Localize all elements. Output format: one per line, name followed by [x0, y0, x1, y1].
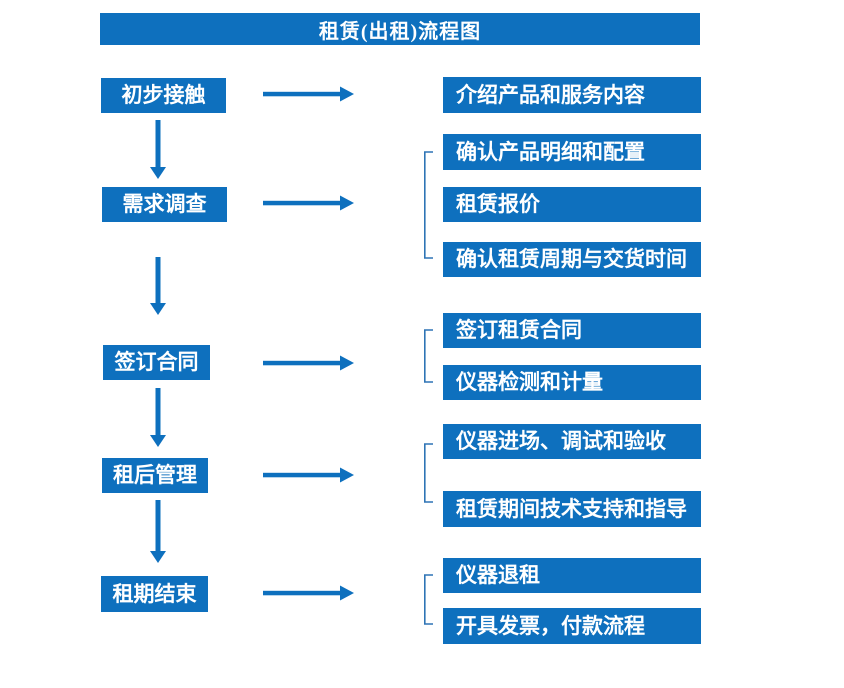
arrow-down-icon-1 [150, 120, 166, 179]
diagram-title: 租赁(出租)流程图 [100, 13, 700, 45]
bracket-group-5 [424, 574, 433, 625]
output-instrument-entry: 仪器进场、调试和验收 [443, 424, 701, 459]
arrow-down-icon-2 [150, 257, 166, 315]
step-initial-contact: 初步接触 [101, 78, 226, 113]
arrow-right-icon-2 [263, 195, 354, 211]
bracket-group-2 [424, 151, 433, 259]
step-sign-contract: 签订合同 [103, 345, 210, 380]
output-invoice-payment: 开具发票，付款流程 [443, 608, 701, 644]
arrow-right-icon-4 [263, 467, 354, 483]
output-instrument-testing: 仪器检测和计量 [443, 365, 701, 400]
output-confirm-rental-period: 确认租赁周期与交货时间 [443, 242, 701, 277]
arrow-right-icon-3 [263, 355, 354, 371]
step-rental-end: 租期结束 [101, 576, 208, 612]
output-confirm-product-details: 确认产品明细和配置 [443, 134, 701, 170]
output-sign-rental-contract: 签订租赁合同 [443, 313, 701, 348]
bracket-group-4 [424, 443, 433, 503]
step-post-rental-management: 租后管理 [102, 458, 208, 493]
output-rental-quote: 租赁报价 [443, 187, 701, 222]
output-instrument-return: 仪器退租 [443, 558, 701, 593]
arrow-down-icon-4 [150, 500, 166, 563]
output-introduce-products: 介绍产品和服务内容 [443, 77, 701, 113]
arrow-right-icon-5 [263, 585, 354, 601]
output-rental-support: 租赁期间技术支持和指导 [443, 491, 701, 527]
bracket-group-3 [424, 329, 433, 383]
arrow-right-icon-1 [263, 86, 354, 102]
step-requirement-survey: 需求调查 [102, 187, 227, 222]
arrow-down-icon-3 [150, 388, 166, 447]
